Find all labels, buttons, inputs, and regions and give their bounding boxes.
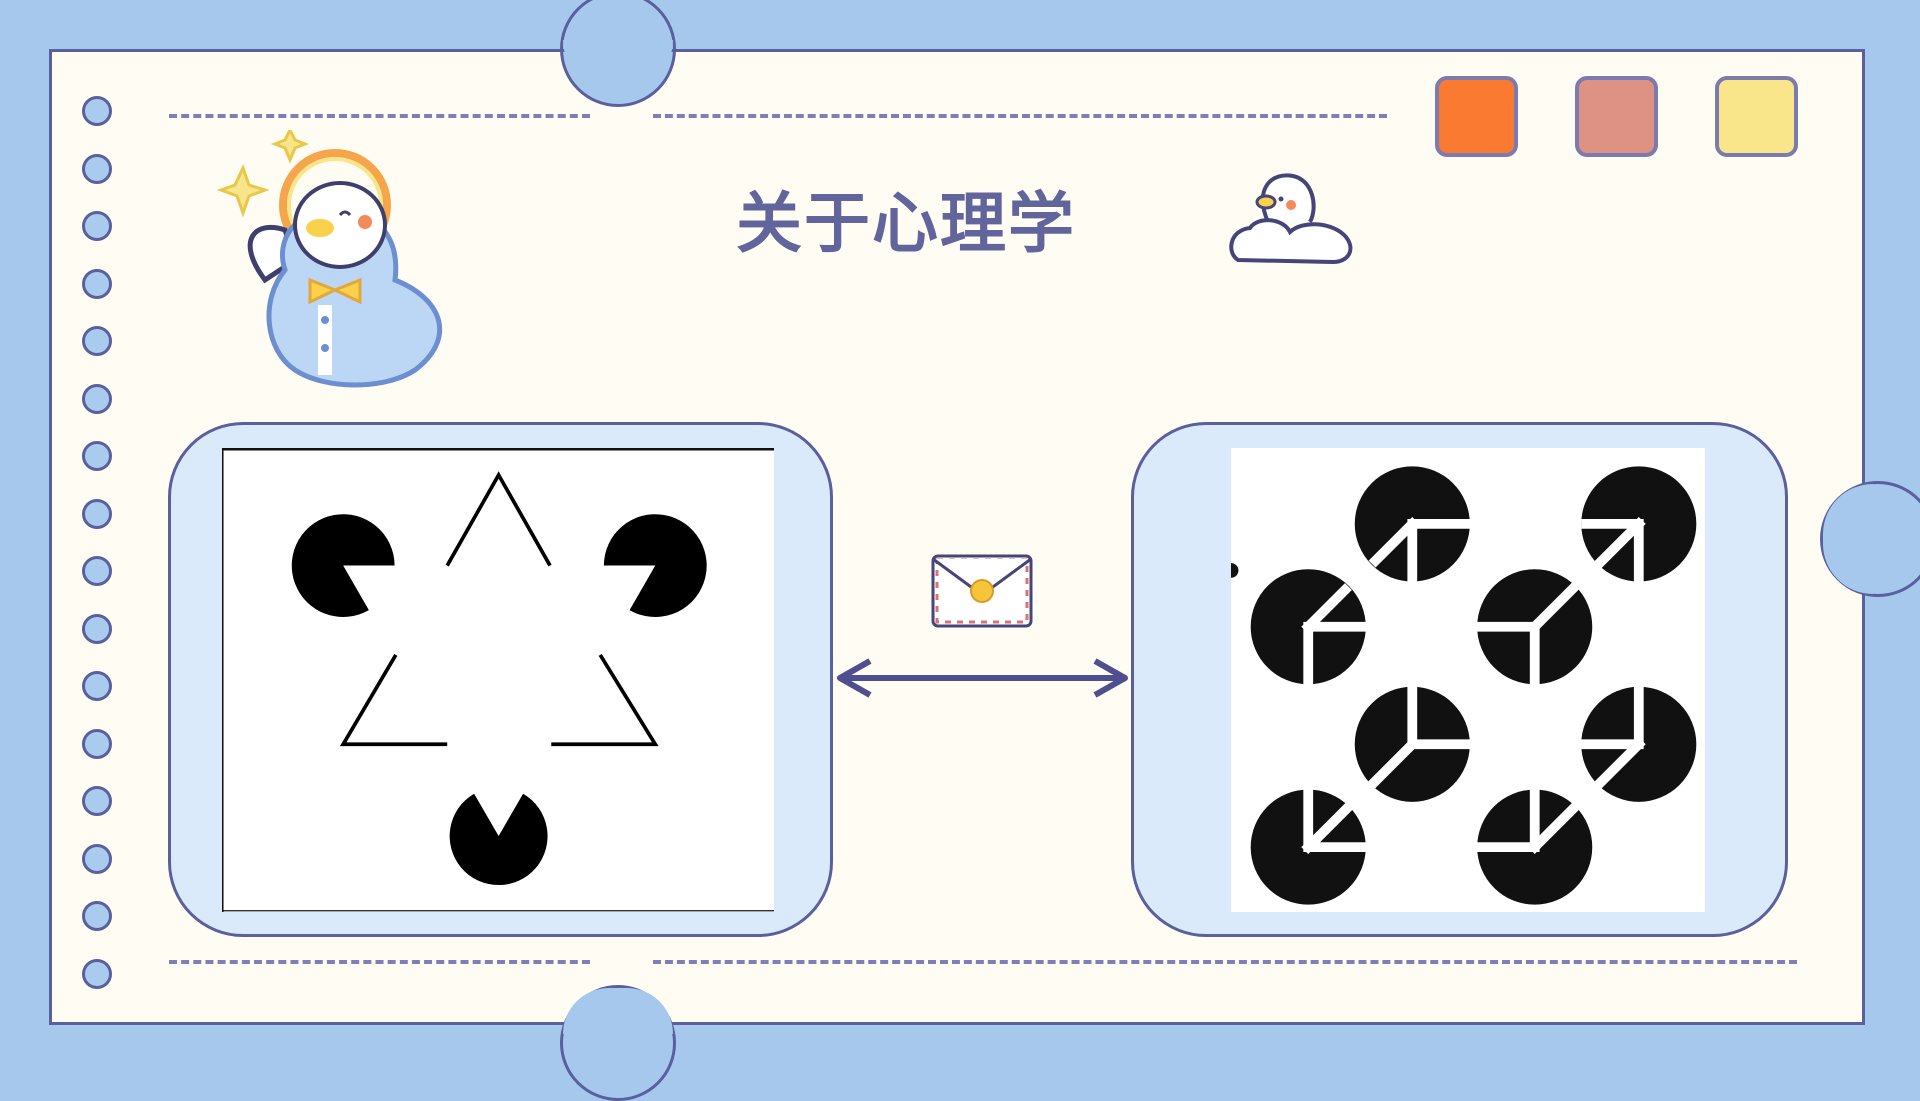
kanizsa-triangle-image bbox=[222, 448, 774, 912]
binder-ring bbox=[82, 211, 112, 241]
binder-ring bbox=[82, 326, 112, 356]
duck-cloud-sticker-icon bbox=[1229, 173, 1353, 265]
slide-title: 关于心理学 bbox=[736, 184, 1076, 262]
binder-ring bbox=[82, 96, 112, 126]
swatch-yellow bbox=[1715, 76, 1798, 157]
top-dashed-line-left bbox=[169, 114, 590, 118]
binder-ring bbox=[82, 383, 112, 414]
binder-ring bbox=[82, 728, 112, 759]
swatch-orange bbox=[1435, 76, 1518, 157]
top-dashed-line-right bbox=[653, 114, 1387, 118]
binder-ring bbox=[82, 498, 112, 529]
binder-ring bbox=[82, 613, 112, 644]
bottom-dashed-line-right bbox=[653, 960, 1797, 964]
binder-ring bbox=[82, 958, 112, 989]
illusory-cube-image bbox=[1231, 448, 1705, 912]
binder-ring bbox=[82, 556, 112, 586]
kanizsa-triangle-illustration bbox=[222, 448, 774, 912]
binder-ring bbox=[82, 153, 112, 184]
binder-ring bbox=[82, 671, 112, 701]
binder-ring bbox=[82, 786, 112, 816]
envelope-icon bbox=[931, 554, 1033, 628]
bottom-dashed-line-left bbox=[169, 960, 590, 964]
swatch-pink bbox=[1575, 76, 1658, 157]
binder-ring bbox=[82, 901, 112, 931]
double-arrow-icon bbox=[837, 658, 1128, 698]
duck-angel-sticker-icon bbox=[216, 130, 443, 388]
binder-ring bbox=[82, 843, 112, 874]
illusory-cube-illustration bbox=[1231, 466, 1697, 905]
binder-ring bbox=[82, 441, 112, 471]
binder-ring bbox=[82, 268, 112, 299]
